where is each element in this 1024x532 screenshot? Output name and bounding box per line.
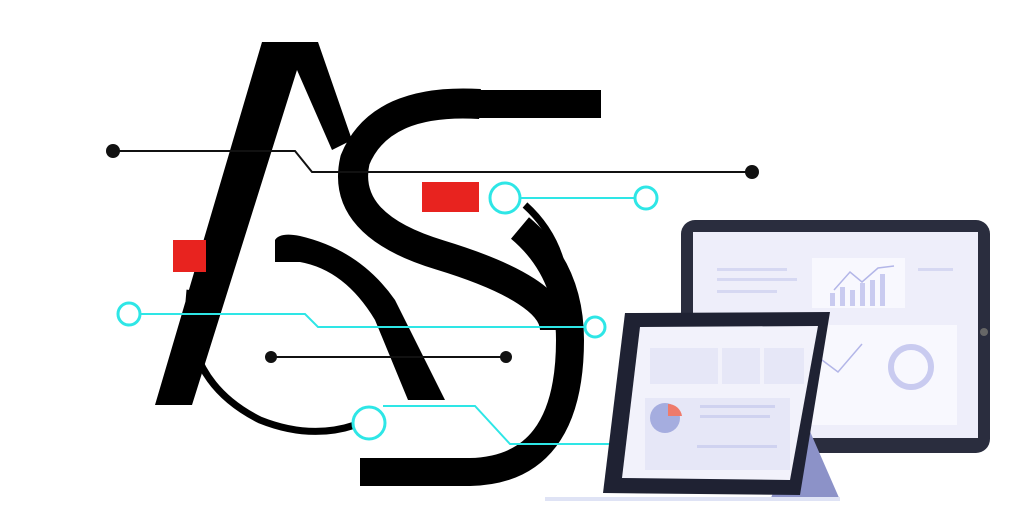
logo-ring-arc-right — [522, 202, 571, 331]
red-square-accent — [173, 240, 206, 272]
circuit-dot — [106, 144, 759, 363]
red-square-accent — [422, 182, 479, 212]
tablet-device — [603, 312, 830, 495]
logo-ring-arc — [185, 289, 357, 435]
circuit-node-cyan — [116, 181, 659, 454]
donut-chart-icon — [888, 344, 934, 390]
trend-line-icon — [833, 265, 895, 291]
bar-chart-icon — [830, 274, 885, 306]
circuit-line-cyan — [140, 197, 635, 445]
logo-letter-s — [338, 88, 601, 486]
circuit-line-black — [113, 150, 752, 358]
base-shadow — [545, 497, 840, 501]
